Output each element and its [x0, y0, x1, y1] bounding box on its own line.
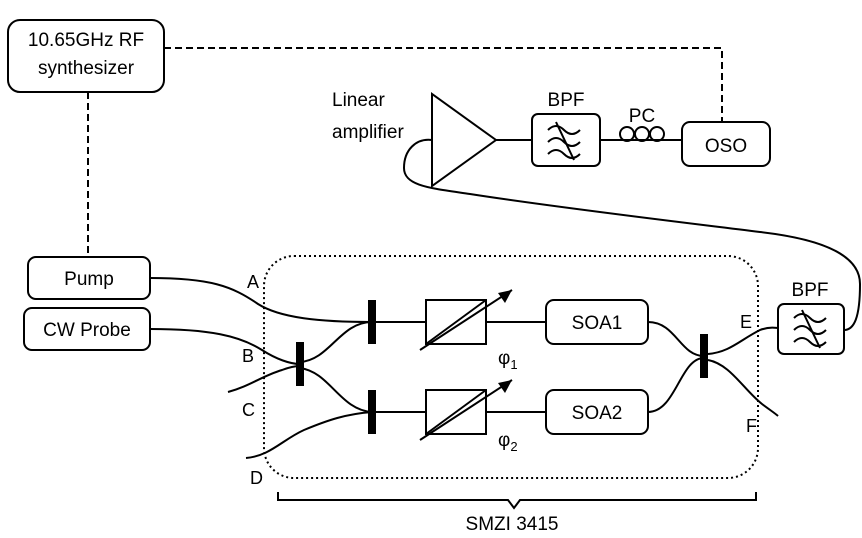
- phase1-symbol: φ: [498, 348, 510, 369]
- fiber-soa1-to-output: [647, 321, 705, 357]
- phase1-subscript: 1: [510, 357, 517, 372]
- fiber-output-port-f: [707, 359, 779, 417]
- phase-shifter-1-icon: [419, 289, 513, 351]
- port-f-label: F: [746, 416, 757, 436]
- soa2-label: SOA2: [572, 403, 623, 424]
- bpf-right-label: BPF: [792, 280, 829, 301]
- port-b-label: B: [242, 346, 254, 366]
- port-a-label: A: [247, 272, 259, 292]
- pump-box: Pump: [27, 256, 151, 300]
- oso-label: OSO: [705, 136, 747, 157]
- port-e-label: E: [740, 312, 752, 332]
- lower-coupler: [368, 390, 376, 434]
- smzi-label: SMZI 3415: [466, 514, 559, 535]
- port-d-label: D: [250, 468, 263, 488]
- fiber-output-port-e: [707, 326, 779, 355]
- soa1-box: SOA1: [545, 299, 649, 345]
- phase-shifter-2-icon: [419, 379, 513, 441]
- bpf-top-label: BPF: [548, 90, 585, 111]
- linear-amplifier-label-line2: amplifier: [332, 122, 404, 143]
- fiber-soa2-to-output: [647, 357, 705, 413]
- fiber-return-to-amplifier: [402, 138, 862, 331]
- soa2-box: SOA2: [545, 389, 649, 435]
- rf-link-to-oso: [164, 47, 723, 122]
- smzi-brace: [277, 492, 757, 510]
- rf-synthesizer-label-line1: 10.65GHz RF: [28, 30, 144, 51]
- amplifier-triangle-icon: [431, 92, 498, 188]
- fiber-pump-port-a: [149, 277, 373, 323]
- bpf-right-filter-icon: [777, 303, 845, 355]
- rf-synthesizer-label-line2: synthesizer: [38, 58, 135, 79]
- oso-box: OSO: [681, 121, 771, 167]
- smzi-enclosure: [263, 255, 759, 479]
- phase1-label: φ1: [498, 348, 518, 372]
- fiber-probe-port-b: [149, 328, 301, 365]
- upper-coupler: [368, 300, 376, 344]
- phase2-symbol: φ: [498, 430, 510, 451]
- cw-probe-label: CW Probe: [43, 320, 131, 341]
- phase2-label: φ2: [498, 430, 518, 454]
- pump-label: Pump: [64, 269, 114, 290]
- port-c-label: C: [242, 400, 255, 420]
- input-coupler: [296, 342, 304, 386]
- rf-synthesizer-box: 10.65GHz RF synthesizer: [7, 19, 165, 93]
- fiber-port-d: [245, 411, 373, 459]
- fiber-c1-to-c2: [299, 321, 373, 363]
- bpf-top-filter-icon: [531, 113, 601, 167]
- soa1-label: SOA1: [572, 313, 623, 334]
- cw-probe-box: CW Probe: [23, 307, 151, 351]
- fiber-c1-to-c3: [299, 367, 373, 413]
- pc-label: PC: [629, 106, 655, 127]
- polarization-controller-icon: [619, 126, 665, 142]
- linear-amplifier-label-line1: Linear: [332, 90, 385, 111]
- fiber-port-c: [227, 365, 301, 393]
- phase2-subscript: 2: [510, 439, 517, 454]
